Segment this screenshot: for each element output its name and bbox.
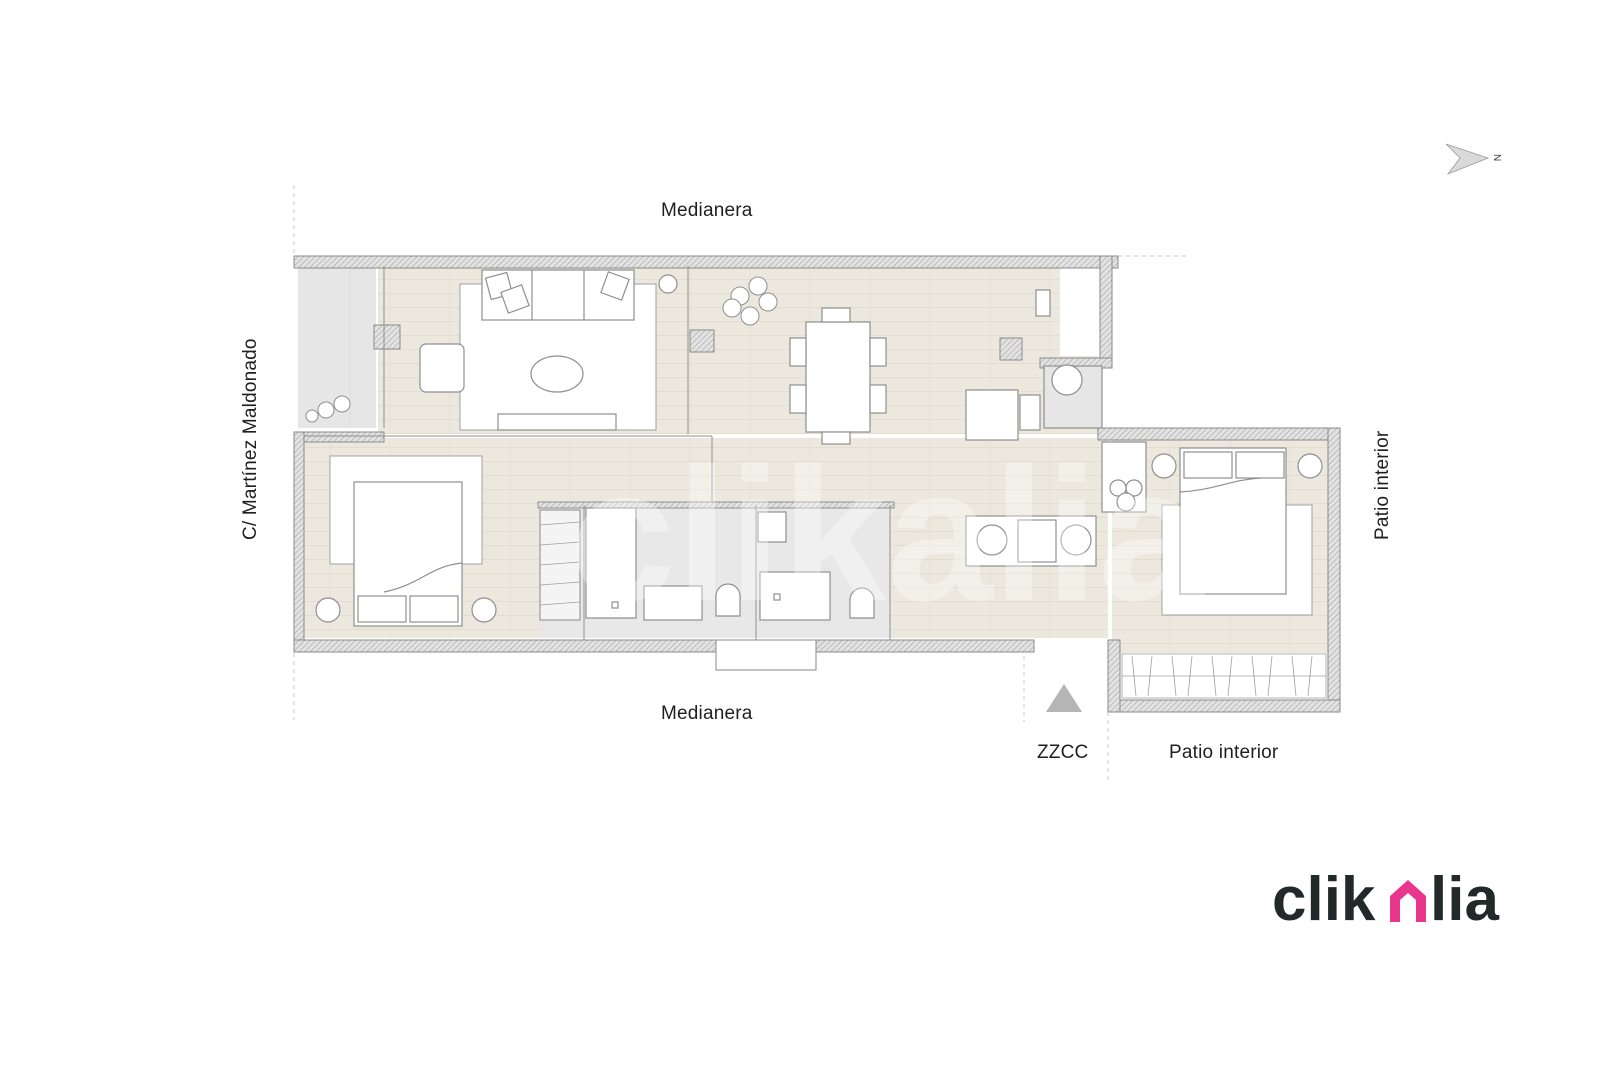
walls bbox=[293, 255, 1341, 713]
partitions bbox=[304, 266, 895, 640]
label-street: C/ Martínez Maldonado bbox=[240, 338, 261, 540]
north-compass-icon: N bbox=[1445, 143, 1502, 175]
svg-text:N: N bbox=[1491, 154, 1502, 161]
clikalia-logo: clik lia bbox=[1272, 865, 1499, 932]
wardrobe-1 bbox=[539, 509, 581, 621]
label-zzcc: ZZCC bbox=[1037, 742, 1089, 763]
entrance-marker bbox=[1046, 684, 1082, 712]
plant-icon bbox=[305, 276, 778, 423]
watermark: clikalia bbox=[570, 429, 1205, 641]
bed-2 bbox=[1151, 447, 1323, 595]
bathrooms bbox=[539, 507, 875, 621]
wardrobe-2 bbox=[1121, 653, 1327, 699]
bed-1 bbox=[315, 481, 497, 627]
svg-text:lia: lia bbox=[1430, 865, 1499, 932]
label-patio-right: Patio interior bbox=[1372, 430, 1393, 540]
svg-text:clik: clik bbox=[1272, 865, 1376, 932]
kitchen bbox=[965, 289, 1147, 567]
label-top-medianera: Medianera bbox=[661, 200, 753, 221]
label-bottom-medianera: Medianera bbox=[661, 703, 753, 724]
label-patio-bottom: Patio interior bbox=[1169, 742, 1279, 763]
guide-lines bbox=[293, 185, 1190, 782]
dining-table bbox=[789, 307, 887, 445]
sofa bbox=[419, 269, 678, 431]
